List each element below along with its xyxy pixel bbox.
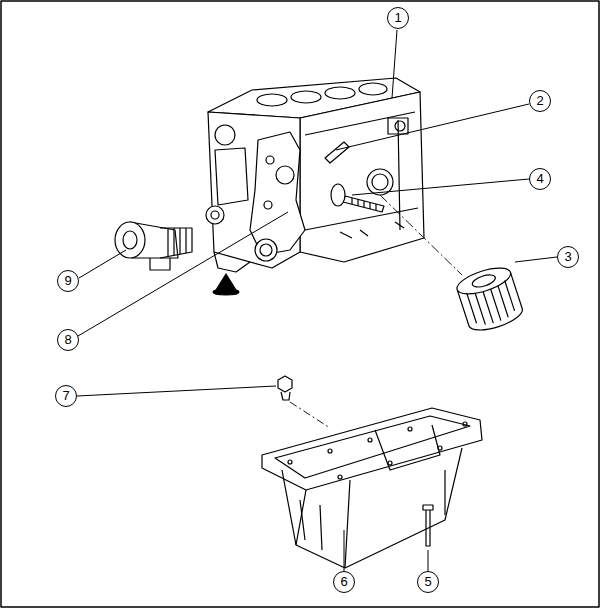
callout-number: 2	[529, 90, 551, 112]
cylinder-block	[206, 78, 424, 272]
oil-pan	[262, 408, 482, 568]
callout-number: 8	[57, 329, 79, 351]
pulley-part	[115, 222, 192, 270]
callout-number: 3	[557, 246, 579, 268]
drain-plug	[278, 376, 292, 400]
oil-filter	[454, 263, 525, 335]
callout-number: 1	[387, 7, 409, 29]
callout-number: 7	[55, 385, 77, 407]
assembly-line	[380, 195, 462, 275]
assembly-line	[290, 402, 330, 428]
callout-number: 9	[57, 270, 79, 292]
pan-bolt	[423, 505, 433, 546]
leader-lines	[77, 30, 557, 571]
callout-number: 4	[529, 168, 551, 190]
callout-number: 6	[333, 571, 355, 593]
logo-mark	[213, 274, 239, 295]
callout-number: 5	[417, 571, 439, 593]
